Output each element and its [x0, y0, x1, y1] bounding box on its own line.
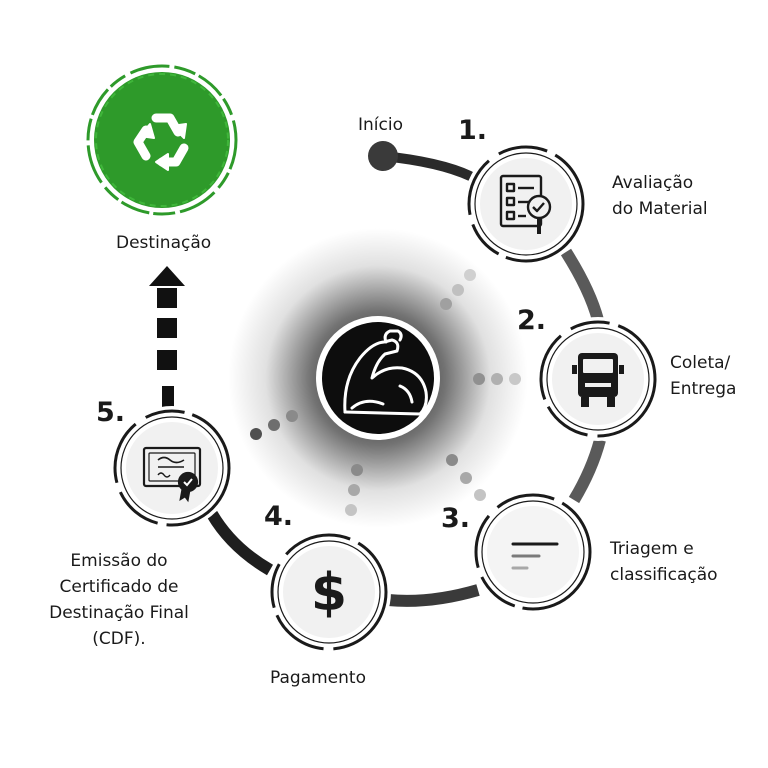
- step-2-badge[interactable]: [536, 317, 660, 441]
- hub-spokes: [250, 269, 521, 516]
- destination-badge[interactable]: [84, 62, 240, 218]
- destination-arrow: [149, 266, 185, 370]
- svg-text:$: $: [311, 563, 347, 623]
- step-3-badge[interactable]: [471, 490, 595, 614]
- step-4-badge[interactable]: $: [267, 530, 391, 654]
- hub-badge: [316, 316, 440, 440]
- step-2-label: Coleta/Entrega: [670, 353, 737, 399]
- start-dot: [368, 141, 398, 171]
- truck-icon: [572, 353, 624, 407]
- step-4-label: Pagamento: [270, 668, 366, 688]
- step-5-badge[interactable]: [110, 406, 234, 530]
- start-label: Início: [358, 115, 403, 135]
- certificate-icon: [142, 446, 202, 503]
- checklist-search-icon: [499, 174, 552, 234]
- flexed-bicep-icon: [343, 329, 428, 416]
- step-1-badge[interactable]: [464, 142, 588, 266]
- step-5-number: 5.: [96, 397, 126, 428]
- destination-label: Destinação: [116, 233, 212, 253]
- step-1-number: 1.: [458, 115, 488, 146]
- process-path: [162, 141, 606, 607]
- sort-lines-icon: [511, 542, 559, 570]
- step-3-number: 3.: [441, 503, 471, 534]
- step-2-number: 2.: [517, 305, 547, 336]
- recycle-icon: [133, 113, 189, 171]
- step-4-number: 4.: [264, 501, 294, 532]
- dollar-icon: $: [311, 563, 347, 623]
